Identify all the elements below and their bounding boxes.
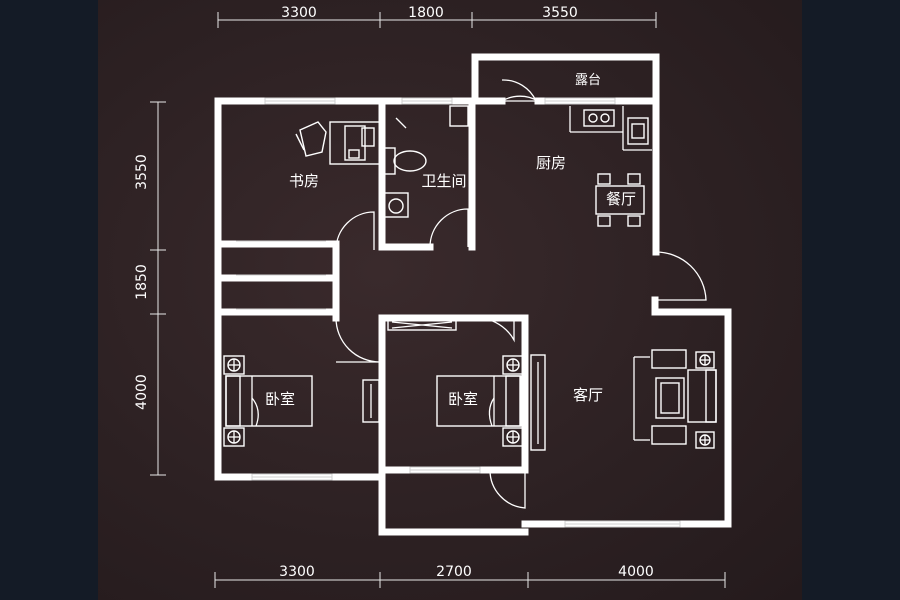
room-label-study: 书房 xyxy=(289,172,319,190)
room-label-living: 客厅 xyxy=(573,386,603,404)
tv-cabinet xyxy=(530,354,546,451)
dimension-left: 3550 1850 4000 xyxy=(134,101,166,476)
dim-left-3: 4000 xyxy=(134,374,150,410)
room-label-dining: 餐厅 xyxy=(606,190,636,208)
dim-top-1: 3300 xyxy=(281,5,317,21)
doors xyxy=(335,79,707,509)
sofa-set xyxy=(633,349,717,445)
nightstand-left-top xyxy=(223,355,245,375)
dim-left-1: 3550 xyxy=(134,154,150,190)
room-label-bathroom: 卫生间 xyxy=(421,172,466,190)
room-label-terrace: 露台 xyxy=(575,73,601,88)
study-desk xyxy=(329,121,381,165)
dim-left-2: 1850 xyxy=(134,264,150,300)
wash-basin xyxy=(383,192,409,218)
toilet xyxy=(382,147,427,175)
wardrobe-middle xyxy=(387,319,457,331)
dimension-top: 3300 1800 3550 xyxy=(217,5,657,28)
dining-table xyxy=(595,173,645,227)
side-table-bottom xyxy=(695,431,715,449)
dim-top-2: 1800 xyxy=(408,5,444,21)
room-label-kitchen: 厨房 xyxy=(536,154,566,172)
room-label-bedroom-left: 卧室 xyxy=(265,390,295,408)
nightstand-left-bottom xyxy=(223,427,245,447)
kitchen-counter xyxy=(569,106,652,151)
side-table-top xyxy=(695,351,715,369)
bed-middle xyxy=(436,375,522,427)
dimension-bottom: 3300 2700 4000 xyxy=(214,564,726,588)
bed-left xyxy=(225,375,313,427)
wardrobe-left xyxy=(362,379,380,423)
stove-icon xyxy=(583,109,615,127)
nightstand-middle-bottom xyxy=(502,427,524,447)
sink-icon xyxy=(627,117,649,145)
study-chair xyxy=(295,121,327,157)
dim-bottom-1: 3300 xyxy=(279,564,315,580)
nightstand-middle-top xyxy=(502,355,524,375)
walls xyxy=(214,53,732,536)
dim-bottom-3: 4000 xyxy=(618,564,654,580)
dim-top-3: 3550 xyxy=(542,5,578,21)
windows xyxy=(236,97,681,528)
shower xyxy=(395,105,469,129)
dim-bottom-2: 2700 xyxy=(436,564,472,580)
room-label-bedroom-middle: 卧室 xyxy=(448,390,478,408)
